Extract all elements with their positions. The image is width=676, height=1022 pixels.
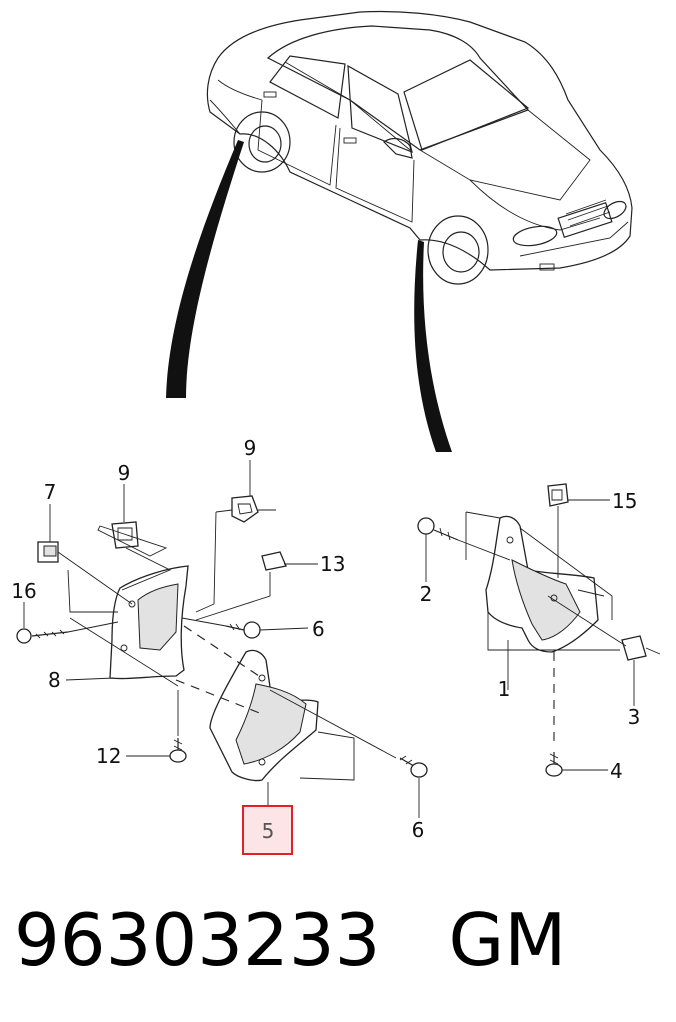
callout-6-lower: 6 — [412, 818, 425, 842]
callout-1: 1 — [498, 677, 511, 701]
callout-6-middle: 6 — [312, 617, 325, 641]
callout-2: 2 — [420, 582, 433, 606]
rear-assembly — [16, 495, 428, 782]
front-wheel-pointer — [414, 240, 452, 452]
callout-12: 12 — [96, 744, 121, 768]
clip-13 — [261, 551, 287, 571]
mudguard-exploded-diagram: 7 9 9 13 16 6 8 12 5 6 2 15 1 3 4 — [11, 10, 661, 855]
callout-4: 4 — [610, 759, 623, 783]
callout-5: 5 — [262, 819, 275, 843]
callout-numbers: 7 9 9 13 16 6 8 12 5 6 2 15 1 3 4 — [11, 436, 641, 855]
front-assembly — [417, 483, 661, 777]
clip-3 — [621, 635, 647, 661]
rear-wheel-pointer — [166, 140, 244, 398]
part-number: 96303233 — [14, 898, 381, 982]
part-number-footer: 96303233 GM — [14, 890, 664, 990]
brand-name: GM — [448, 898, 567, 982]
clip-9-left — [111, 521, 139, 549]
callout-8: 8 — [48, 668, 61, 692]
callout-9-upper: 9 — [244, 436, 257, 460]
callout-16: 16 — [11, 579, 36, 603]
screw-6-lower — [410, 762, 428, 778]
screw-12 — [169, 749, 187, 763]
callout-15: 15 — [612, 489, 637, 513]
callout-9-left: 9 — [118, 461, 131, 485]
screw-4 — [545, 763, 563, 777]
leader-lines — [23, 460, 635, 818]
car-illustration — [206, 10, 633, 285]
highlight-box-5 — [242, 805, 293, 855]
screw-16 — [16, 628, 32, 644]
callout-3: 3 — [628, 705, 641, 729]
screw-2 — [417, 517, 435, 535]
screw-6-middle — [243, 621, 261, 639]
clip-9-upper — [231, 495, 259, 523]
callout-13: 13 — [320, 552, 345, 576]
callout-7: 7 — [44, 480, 57, 504]
clip-15 — [547, 483, 569, 507]
